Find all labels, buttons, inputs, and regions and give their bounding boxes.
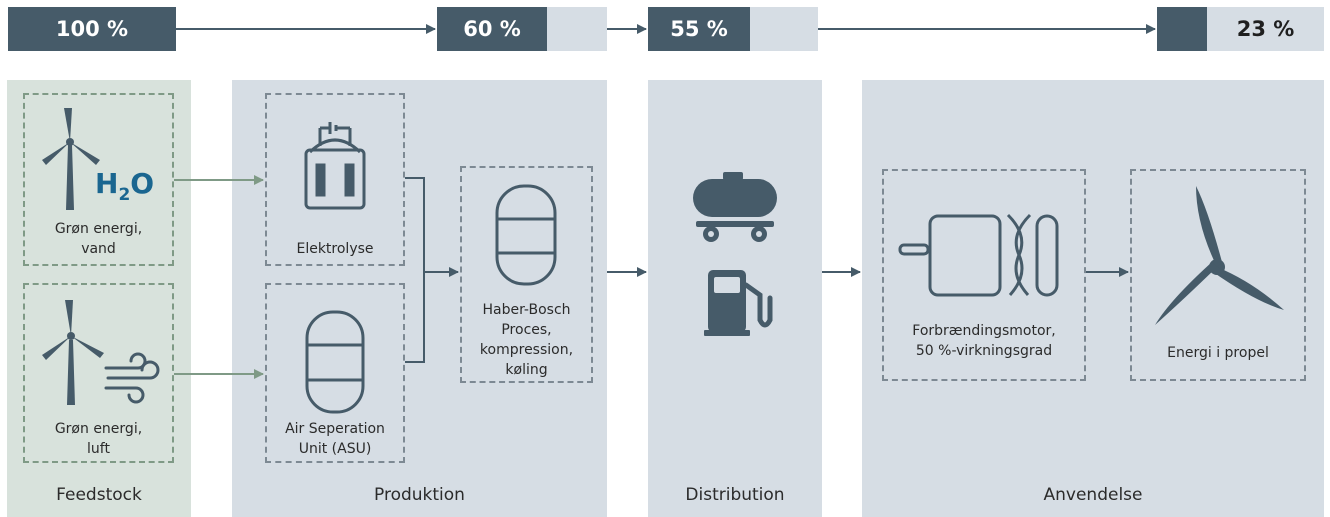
wind-turbine-icon — [42, 300, 104, 405]
efficiency-value-23: 23 % — [1207, 7, 1324, 51]
efficiency-fill-23 — [1157, 7, 1207, 51]
efficiency-loss-55 — [750, 7, 818, 51]
h2o-o: O — [130, 167, 155, 200]
connector-bracket — [405, 177, 425, 363]
label-energi-i-propel: Energi i propel — [1167, 345, 1269, 361]
efficiency-value-100: 100 % — [8, 7, 176, 51]
asu-tank-icon — [305, 310, 365, 414]
efficiency-bar-23: 23 % — [1157, 7, 1324, 51]
h2o-h: H — [95, 167, 119, 200]
h2o-subscript: 2 — [118, 185, 131, 205]
box-energi-i-propel: Energi i propel — [1130, 169, 1306, 381]
box-gron-energi-vand: Grøn energi, vand H2O — [23, 93, 174, 266]
panel-title-feedstock: Feedstock — [56, 485, 142, 505]
h2o-label: H2O — [95, 169, 154, 210]
panel-title-produktion: Produktion — [374, 485, 465, 505]
efficiency-loss-60 — [547, 7, 607, 51]
label-gron-energi-vand: Grøn energi, vand — [54, 221, 143, 257]
tanker-wagon-icon — [693, 172, 777, 242]
label-asu: Air Seperation Unit (ASU) — [285, 421, 385, 457]
label-forbraendingsmotor: Forbrændingsmotor, 50 %-virkningsgrad — [912, 323, 1056, 359]
box-elektrolyse: Elektrolyse — [265, 93, 405, 266]
panel-title-anvendelse: Anvendelse — [1043, 485, 1143, 505]
efficiency-value-55: 55 % — [648, 7, 750, 51]
panel-title-distribution: Distribution — [685, 485, 785, 505]
box-gron-energi-luft: Grøn energi, luft — [23, 283, 174, 463]
efficiency-bar-100: 100 % — [8, 7, 176, 51]
engine-icon — [898, 213, 1059, 297]
panel-feedstock: Feedstock — [7, 80, 191, 517]
wind-icon — [104, 352, 160, 404]
box-forbraendingsmotor: Forbrændingsmotor, 50 %-virkningsgrad — [882, 169, 1086, 381]
efficiency-bar-55: 55 % — [648, 7, 818, 51]
efficiency-value-60: 60 % — [437, 7, 547, 51]
box-asu: Air Seperation Unit (ASU) — [265, 283, 405, 463]
panel-produktion: Produktion — [232, 80, 607, 517]
box-haber-bosch: Haber-Bosch Proces, kompression, køling — [460, 166, 593, 383]
label-elektrolyse: Elektrolyse — [296, 241, 374, 257]
label-gron-energi-luft: Grøn energi, luft — [54, 421, 143, 457]
wind-turbine-icon — [42, 108, 100, 210]
panel-anvendelse: Anvendelse — [862, 80, 1324, 517]
elektrolyse-icon — [304, 122, 366, 210]
fuel-pump-icon — [704, 270, 773, 336]
propeller-icon — [1155, 186, 1284, 325]
haber-bosch-tank-icon — [495, 184, 557, 286]
label-haber-bosch: Haber-Bosch Proces, kompression, køling — [479, 302, 574, 378]
efficiency-bar-60: 60 % — [437, 7, 607, 51]
